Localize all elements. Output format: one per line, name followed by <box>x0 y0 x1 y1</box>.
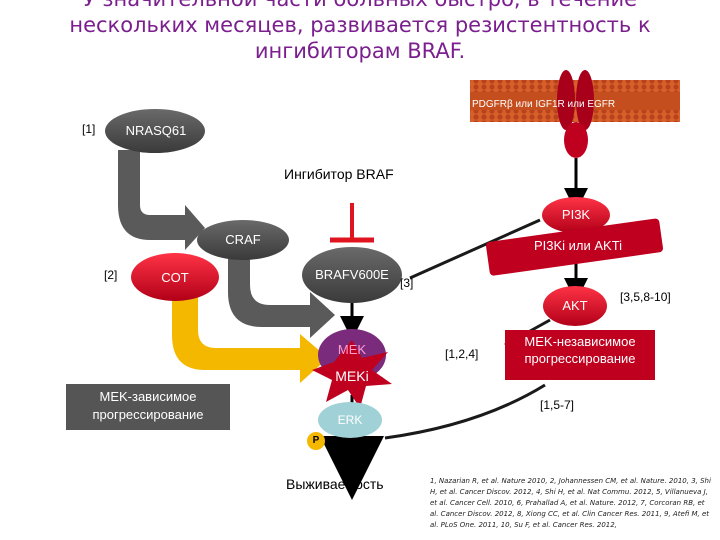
survival-label: Выживаемость <box>286 476 384 492</box>
akt-label: AKT <box>562 298 588 313</box>
references: 1, Nazarian R, et al. Nature 2010, 2, Jo… <box>430 477 711 529</box>
cell-membrane <box>470 80 680 122</box>
mek-label: MEK <box>337 342 367 357</box>
citation-3: [3] <box>400 276 414 290</box>
arrow-nras-craf <box>118 150 205 250</box>
title-line-2: нескольких месяцев, развивается резистен… <box>69 13 651 37</box>
citation-3-5-8-10: [3,5,8-10] <box>620 290 671 304</box>
receptor-icon <box>557 70 594 158</box>
pi3k-node <box>542 197 610 233</box>
meki-star <box>312 340 392 408</box>
mek-dependent-label: MEK-зависимое прогрессирование <box>92 389 204 422</box>
pi3k-label: PI3K <box>561 207 591 222</box>
craf-node <box>197 220 289 260</box>
phospho-node <box>307 432 325 450</box>
braf-inhibitor-label: Ингибитор BRAF <box>284 166 394 182</box>
citation-1-2-4: [1,2,4] <box>445 347 479 361</box>
mek-independent-label: MEK-независимое прогрессирование <box>524 334 636 366</box>
craf-label: CRAF <box>225 232 261 247</box>
link-pi3k-braf <box>409 218 541 280</box>
cot-label: COT <box>161 270 189 285</box>
citation-1-5-7: [1,5-7] <box>540 398 575 412</box>
arrow-craf-mek <box>228 250 335 338</box>
phospho-label: P <box>312 435 320 446</box>
pi3ki-label: PI3Ki или AKTi <box>533 238 623 253</box>
akt-node <box>543 286 607 326</box>
brafv600e-node <box>302 247 402 303</box>
citation-1: [1] <box>82 122 96 136</box>
citation-2: [2] <box>104 268 118 282</box>
arrow-cot-mek <box>172 275 328 383</box>
meki-label: MEKi <box>335 368 369 384</box>
title-line-1: У значительной части больных быстро, в т… <box>0 0 720 12</box>
nras-node <box>105 109 205 153</box>
erk-node <box>318 402 382 438</box>
title-line-3: ингибиторам BRAF. <box>254 39 466 63</box>
mek-dependent-box <box>66 384 230 430</box>
brafv600e-label: BRAFV600E <box>315 267 389 282</box>
receptor-label: PDGFRβ или IGF1R или EGFR <box>472 99 616 110</box>
erk-label: ERK <box>337 413 363 427</box>
braf-inhibitor-bar <box>330 203 374 243</box>
curve-survival <box>384 383 546 440</box>
cot-node <box>131 253 219 301</box>
pi3ki-node <box>486 218 664 276</box>
mek-independent-box <box>505 330 655 380</box>
nras-label: NRASQ61 <box>125 123 187 138</box>
